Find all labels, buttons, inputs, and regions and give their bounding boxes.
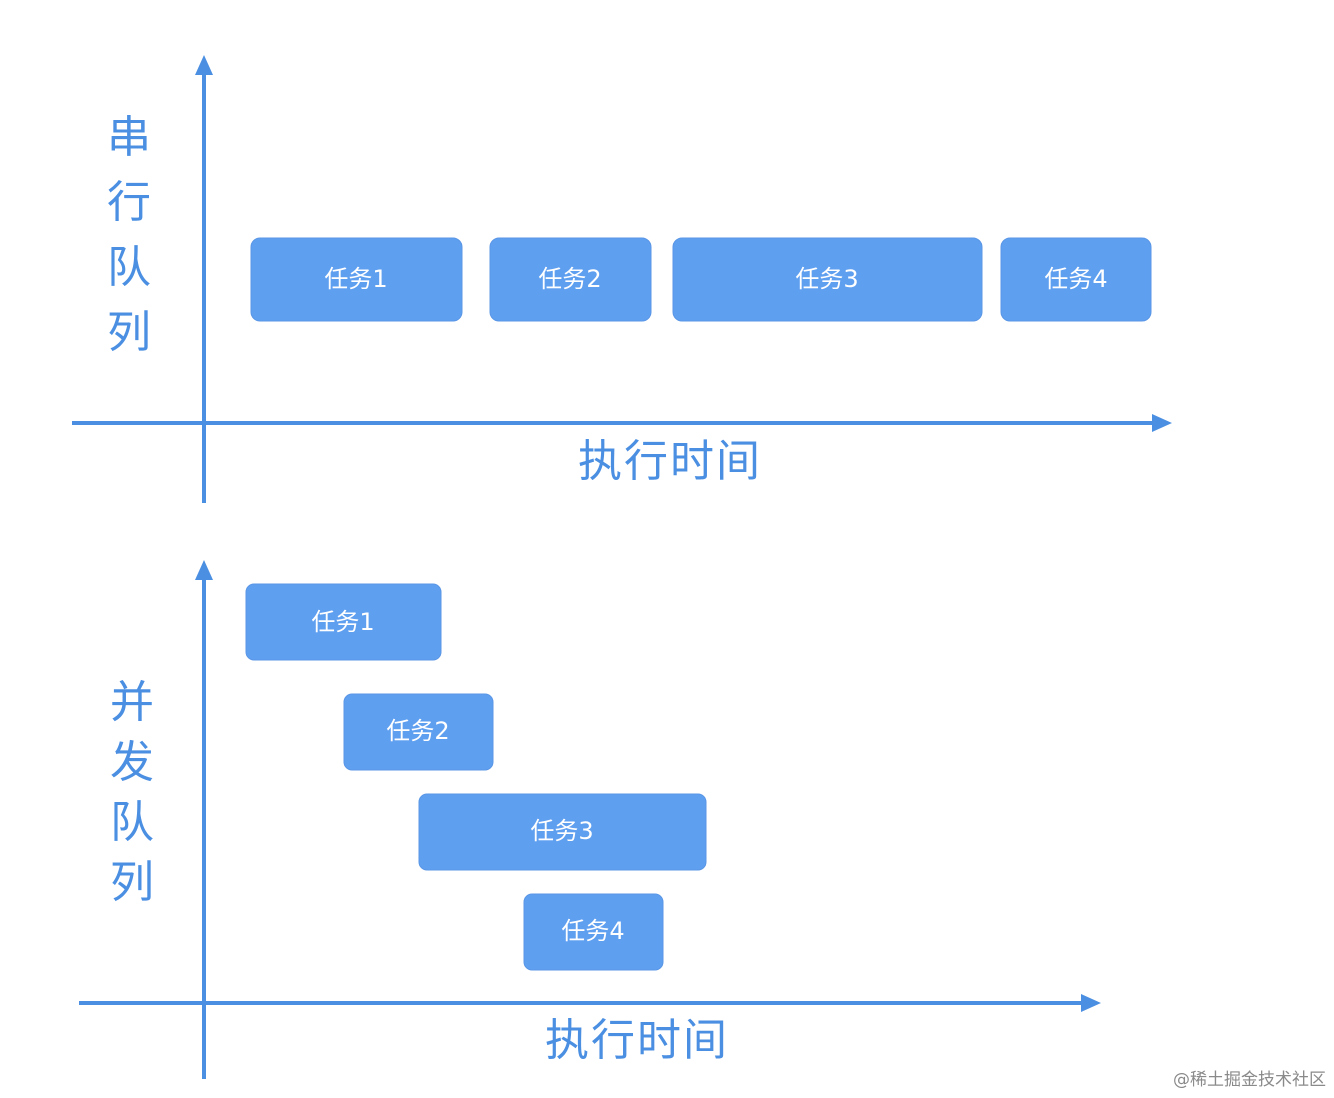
concurrent-x-axis-arrow-icon: [1081, 994, 1101, 1012]
concurrent-y-label-char: 发: [110, 737, 154, 788]
serial-x-axis-label: 执行时间: [578, 436, 762, 487]
concurrent-task-box: [418, 793, 707, 871]
concurrent-task-label: 任务1: [311, 608, 374, 636]
concurrent-y-label-char: 列: [110, 857, 154, 908]
concurrent-task-box: [343, 693, 494, 771]
serial-task: 任务3: [672, 237, 983, 322]
serial-task-label: 任务4: [1044, 265, 1107, 293]
serial-task-label: 任务3: [795, 265, 858, 293]
serial-task-box: [1000, 237, 1152, 322]
serial-task-box: [250, 237, 463, 322]
concurrent-y-label-char: 并: [110, 677, 154, 728]
serial-y-label-char: 队: [107, 242, 151, 293]
concurrent-queue-panel: 并 发 队 列 执行时间 任务1 任务2 任务3 任务4: [79, 560, 1101, 1079]
watermark-text: @稀土掘金技术社区: [1173, 1070, 1326, 1090]
concurrent-task: 任务4: [523, 893, 664, 971]
concurrent-y-axis-arrow-icon: [195, 560, 213, 580]
serial-y-label-char: 列: [107, 307, 151, 358]
serial-task-label: 任务1: [324, 265, 387, 293]
serial-y-label-char: 串: [107, 112, 151, 163]
serial-queue-panel: 串 行 队 列 执行时间 任务1 任务2 任务3 任务4: [72, 55, 1172, 503]
serial-y-axis-arrow-icon: [195, 55, 213, 75]
concurrent-task-label: 任务3: [530, 817, 593, 845]
serial-task-box: [672, 237, 983, 322]
serial-task: 任务2: [489, 237, 652, 322]
serial-x-axis-arrow-icon: [1152, 414, 1172, 432]
concurrent-task-label: 任务4: [561, 917, 624, 945]
concurrent-task: 任务2: [343, 693, 494, 771]
concurrent-task-box: [523, 893, 664, 971]
serial-task-label: 任务2: [538, 265, 601, 293]
serial-y-label-char: 行: [107, 177, 151, 228]
concurrent-y-label-char: 队: [110, 797, 154, 848]
concurrent-task-box: [245, 583, 442, 661]
concurrent-task: 任务1: [245, 583, 442, 661]
serial-task-box: [489, 237, 652, 322]
concurrent-task: 任务3: [418, 793, 707, 871]
concurrent-x-axis-label: 执行时间: [545, 1015, 729, 1066]
serial-task: 任务1: [250, 237, 463, 322]
concurrent-task-label: 任务2: [386, 717, 449, 745]
serial-task: 任务4: [1000, 237, 1152, 322]
